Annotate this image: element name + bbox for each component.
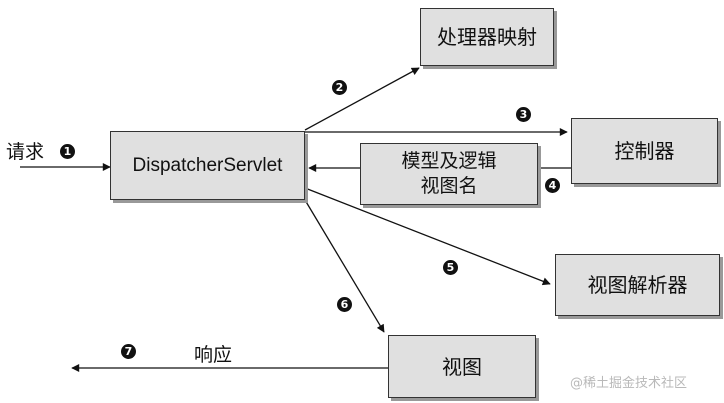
- watermark: @稀土掘金技术社区: [570, 376, 688, 391]
- step-5-badge: 5: [443, 260, 458, 275]
- arrow-to-handler-mapping: [304, 67, 420, 131]
- view-label: 视图: [442, 354, 482, 379]
- view-resolver-label: 视图解析器: [587, 273, 688, 297]
- step-4-badge: 4: [545, 178, 560, 193]
- step-1-badge: 1: [60, 144, 75, 159]
- step-3-badge: 3: [516, 107, 531, 122]
- step-2-badge: 2: [332, 80, 347, 95]
- controller-box: 控制器: [571, 118, 718, 184]
- step-7-badge: 7: [121, 344, 136, 359]
- request-label: 请求: [6, 141, 45, 163]
- view-resolver-box: 视图解析器: [555, 254, 720, 316]
- model-view-line1: 模型及逻辑: [401, 150, 497, 172]
- dispatcher-servlet-label: DispatcherServlet: [132, 154, 283, 176]
- model-view-name-box: 模型及逻辑 视图名: [360, 143, 538, 205]
- handler-mapping-label: 处理器映射: [437, 25, 537, 49]
- model-view-line2: 视图名: [420, 175, 478, 197]
- response-label: 响应: [194, 344, 233, 366]
- step-6-badge: 6: [337, 297, 352, 312]
- dispatcher-servlet-box: DispatcherServlet: [110, 131, 305, 200]
- view-box: 视图: [388, 335, 536, 398]
- controller-label: 控制器: [614, 139, 675, 163]
- arrow-to-view-resolver: [304, 187, 551, 286]
- handler-mapping-box: 处理器映射: [420, 8, 554, 66]
- arrow-to-view: [304, 199, 385, 333]
